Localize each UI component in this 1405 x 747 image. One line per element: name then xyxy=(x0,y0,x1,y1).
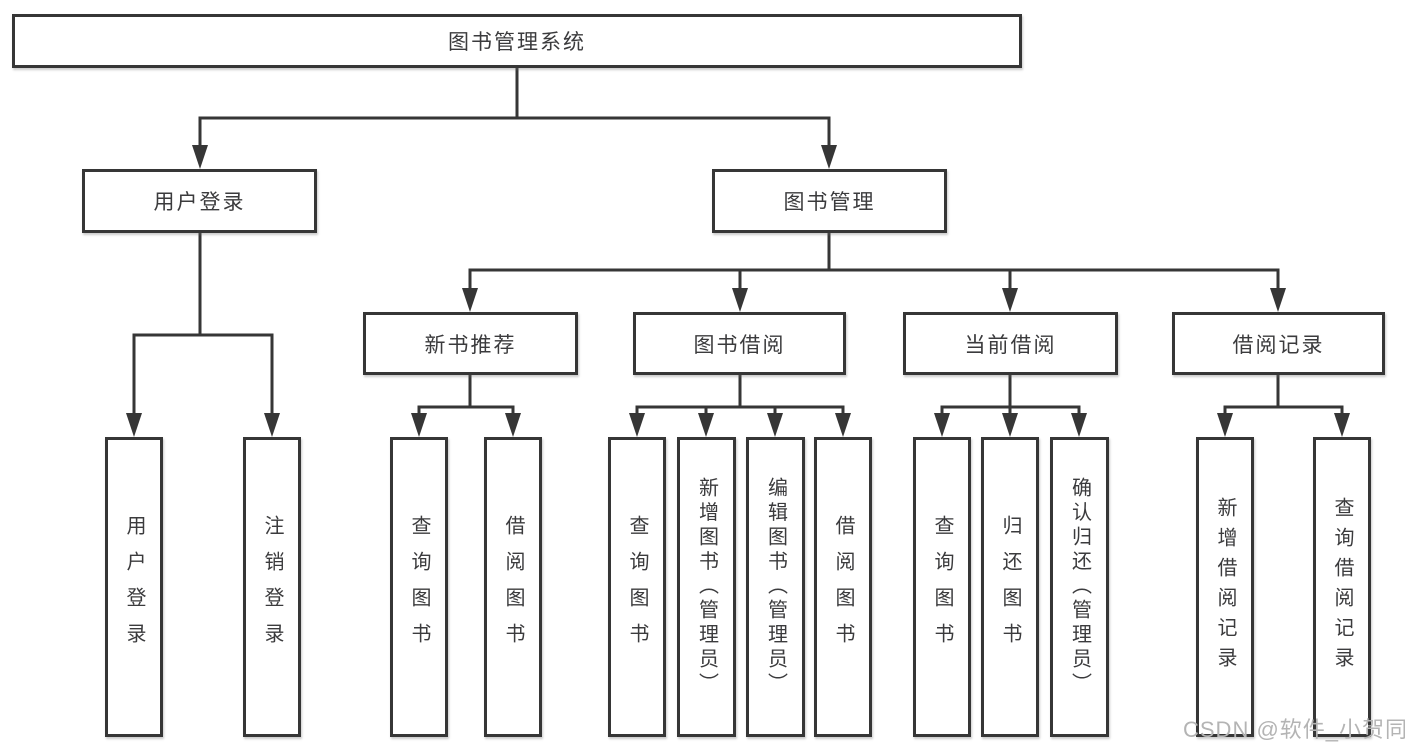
leaf-rem-query-record-label: 查询借阅记录 xyxy=(1331,497,1353,677)
leaf-rec-query-books-label: 查询图书 xyxy=(408,515,430,659)
leaf-cur-confirm-return-label: 确认归还（管理员） xyxy=(1068,477,1091,697)
arrow-down-icon xyxy=(821,145,837,169)
leaf-bor-add-books: 新增图书（管理员） xyxy=(677,437,736,737)
leaf-rem-query-record: 查询借阅记录 xyxy=(1313,437,1371,737)
arrow-down-icon xyxy=(1334,413,1350,437)
leaf-cur-confirm-return: 确认归还（管理员） xyxy=(1050,437,1109,737)
leaf-rec-borrow-books-label: 借阅图书 xyxy=(502,515,524,659)
leaf-bor-edit-books-label: 编辑图书（管理员） xyxy=(764,477,787,697)
leaf-bor-borrow-books: 借阅图书 xyxy=(814,437,872,737)
leaf-user-login-label: 用户登录 xyxy=(123,515,145,659)
node-book-mgmt-label: 图书管理 xyxy=(783,191,876,214)
leaf-rec-borrow-books: 借阅图书 xyxy=(484,437,542,737)
connector-records-split xyxy=(1223,375,1344,424)
node-book-borrow-label: 图书借阅 xyxy=(693,333,786,357)
arrow-down-icon xyxy=(1002,288,1018,312)
node-new-book-rec: 新书推荐 xyxy=(363,312,578,375)
arrow-down-icon xyxy=(462,288,478,312)
node-borrow-records: 借阅记录 xyxy=(1172,312,1385,375)
arrow-down-icon xyxy=(1217,413,1233,437)
leaf-user-login: 用户登录 xyxy=(105,437,163,737)
node-user-login-label: 用户登录 xyxy=(153,191,246,214)
leaf-bor-edit-books: 编辑图书（管理员） xyxy=(746,437,805,737)
arrow-down-icon xyxy=(411,413,427,437)
arrow-down-icon xyxy=(192,145,208,169)
leaf-cur-return-books: 归还图书 xyxy=(981,437,1039,737)
arrow-down-icon xyxy=(698,413,714,437)
node-borrow-records-label: 借阅记录 xyxy=(1232,333,1325,357)
leaf-rec-query-books: 查询图书 xyxy=(390,437,448,737)
arrow-down-icon xyxy=(126,413,142,437)
connector-rec-split xyxy=(417,375,515,424)
connector-borrow-split xyxy=(635,375,845,424)
leaf-logout-label: 注销登录 xyxy=(261,515,283,659)
leaf-bor-add-books-label: 新增图书（管理员） xyxy=(695,477,718,697)
node-book-borrow: 图书借阅 xyxy=(633,312,846,375)
arrow-down-icon xyxy=(835,413,851,437)
arrow-down-icon xyxy=(505,413,521,437)
arrow-down-icon xyxy=(1270,288,1286,312)
arrow-down-icon xyxy=(1002,413,1018,437)
arrow-down-icon xyxy=(934,413,950,437)
node-current-borrow: 当前借阅 xyxy=(903,312,1118,375)
arrow-down-icon xyxy=(732,288,748,312)
node-user-login: 用户登录 xyxy=(82,169,317,233)
node-root-label: 图书管理系统 xyxy=(448,31,586,54)
arrow-down-icon xyxy=(1071,413,1087,437)
arrow-down-icon xyxy=(629,413,645,437)
node-current-borrow-label: 当前借阅 xyxy=(964,333,1057,357)
watermark: CSDN @软件_小贺同学 xyxy=(1183,717,1405,742)
arrowheads xyxy=(126,145,1350,437)
leaf-cur-query-books: 查询图书 xyxy=(913,437,971,737)
arrow-down-icon xyxy=(264,413,280,437)
node-book-mgmt: 图书管理 xyxy=(712,169,947,233)
connector-root-split xyxy=(198,67,831,152)
node-root: 图书管理系统 xyxy=(12,14,1022,68)
leaf-cur-query-books-label: 查询图书 xyxy=(931,515,953,659)
node-new-book-rec-label: 新书推荐 xyxy=(424,333,517,357)
connector-login-split xyxy=(132,233,274,424)
connector-mgmt-split xyxy=(468,233,1280,296)
leaf-rem-add-record-label: 新增借阅记录 xyxy=(1214,497,1236,677)
leaf-logout: 注销登录 xyxy=(243,437,301,737)
leaf-bor-query-books: 查询图书 xyxy=(608,437,666,737)
leaf-bor-query-books-label: 查询图书 xyxy=(626,515,648,659)
leaf-bor-borrow-books-label: 借阅图书 xyxy=(832,515,854,659)
leaf-cur-return-books-label: 归还图书 xyxy=(999,515,1021,659)
leaf-rem-add-record: 新增借阅记录 xyxy=(1196,437,1254,737)
arrow-down-icon xyxy=(767,413,783,437)
